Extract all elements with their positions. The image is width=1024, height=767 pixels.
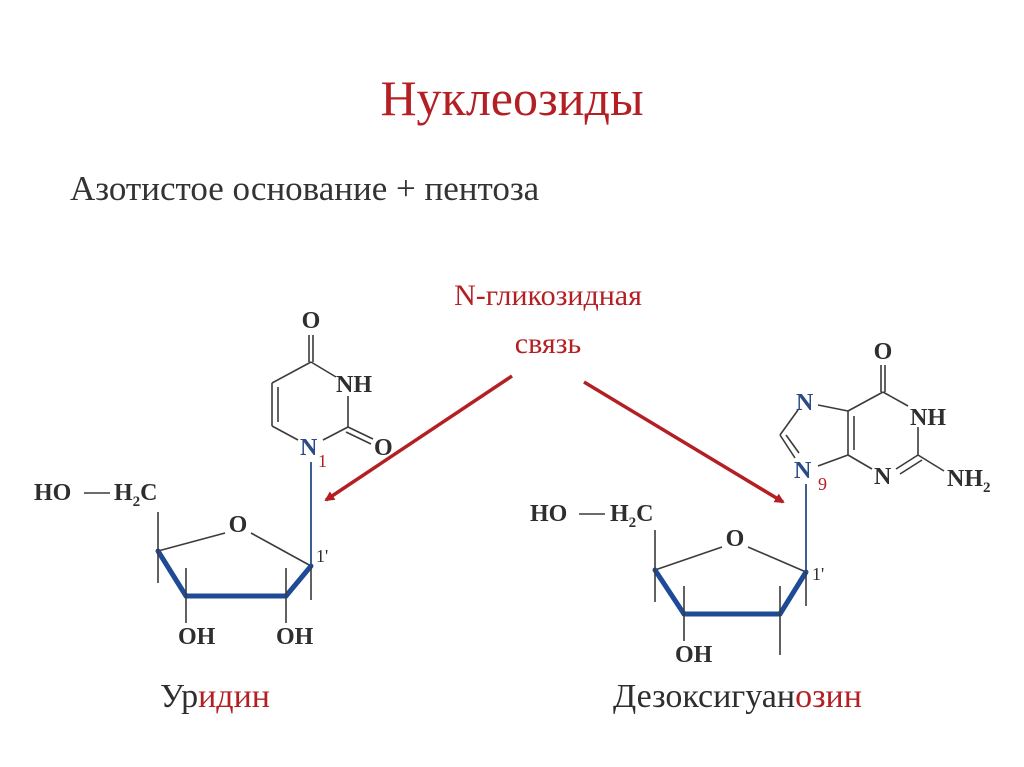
uridine-o-right: O (374, 435, 393, 461)
dg-n3: N (874, 464, 892, 490)
bond-label-line2: связь (515, 327, 581, 360)
uridine-c1-prime: 1' (316, 546, 328, 566)
dg-ring-o: O (726, 526, 745, 552)
uridine-oh-right: OH (276, 624, 314, 650)
uridine-ring-o: O (229, 512, 248, 538)
dg-n9-number: 9 (818, 474, 827, 494)
uridine-n1-number: 1 (318, 451, 327, 471)
dg-nh2: NH2 (947, 466, 991, 496)
deoxyguanosine-name: Дезоксигуанозин (613, 678, 862, 715)
arrow-to-uridine (324, 374, 513, 502)
bond-label-line1: N-гликозидная (454, 279, 642, 312)
uridine-nh: NH (336, 372, 372, 398)
uridine-h2c: H2C (114, 480, 158, 510)
subtitle: Азотистое основание + пентоза (70, 169, 540, 208)
uridine-ho: HO (34, 480, 71, 506)
dg-c1-prime: 1' (812, 564, 824, 584)
dg-h2c: H2C (610, 501, 654, 531)
uridine-oh-left: OH (178, 624, 216, 650)
dg-oh: OH (675, 642, 713, 668)
uridine-n1: N (300, 435, 318, 461)
dg-n7: N (796, 390, 814, 416)
uridine-structure: O NH O N 1 HO H2C O 1' OH OH (34, 308, 393, 650)
page-title: Нуклеозиды (380, 70, 643, 126)
dg-nh: NH (910, 405, 946, 431)
arrow-to-deoxyguanosine (583, 380, 785, 504)
uridine-o-top: O (302, 308, 321, 334)
dg-o-top: O (874, 339, 893, 365)
deoxyguanosine-structure: O N NH N 9 N NH2 HO H2C O 1' OH (530, 339, 991, 668)
dg-n9: N (794, 458, 812, 484)
uridine-name: Уридин (160, 678, 270, 715)
dg-ho: HO (530, 501, 567, 527)
